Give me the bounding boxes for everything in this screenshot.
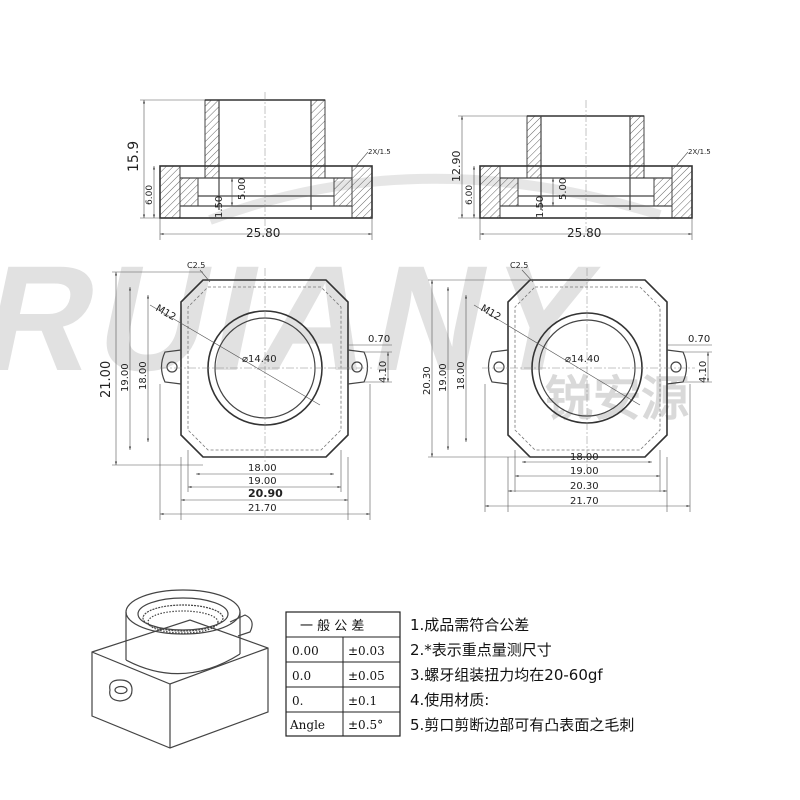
left-width-body: 20.90	[248, 487, 283, 500]
right-step-height: 1.50	[535, 196, 546, 218]
right-width-mid: 19.00	[570, 466, 599, 477]
left-step-height: 1.50	[214, 196, 225, 218]
left-body-outline	[180, 279, 349, 458]
right-width-inner: 18.00	[570, 452, 599, 463]
right-tube-wall-left	[526, 115, 542, 179]
note-item: 4.使用材质:	[410, 691, 489, 709]
tolerance-precision: 0.0	[292, 669, 311, 683]
left-ear-hole-left	[166, 361, 178, 373]
right-bore-diameter: ⌀14.40	[565, 354, 600, 365]
left-width-inner: 18.00	[248, 463, 277, 474]
note-item: 2.*表示重点量测尺寸	[410, 641, 552, 659]
right-chamfer-note: 2X/1.5	[688, 148, 711, 156]
left-height-total: 15.9	[126, 141, 142, 172]
right-height-inner: 18.00	[456, 361, 467, 390]
right-slot-height: 4.10	[698, 361, 709, 383]
tolerance-value: ±0.03	[348, 644, 385, 658]
right-slot-width: 0.70	[688, 334, 710, 345]
right-ear-hole-left	[493, 361, 505, 373]
right-inner-height: 5.00	[558, 178, 569, 200]
right-width-body: 20.30	[570, 481, 599, 492]
left-flange-right	[351, 165, 373, 219]
left-slot-height: 4.10	[378, 361, 389, 383]
tolerance-precision: 0.	[292, 694, 303, 708]
left-width-mid: 19.00	[248, 476, 277, 487]
left-side-width: 25.80	[246, 226, 280, 240]
right-width-total: 21.70	[570, 496, 599, 507]
note-item: 3.螺牙组装扭力均在20-60gf	[410, 666, 603, 684]
tolerance-precision: 0.00	[292, 644, 319, 658]
left-side-view: 15.9 6.00 5.00 1.50 25.80 2X/1.5	[126, 92, 391, 240]
tolerance-table-title: 一 般 公 差	[300, 618, 364, 634]
right-height-mid: 19.00	[438, 363, 449, 392]
left-flange-height: 6.00	[145, 185, 155, 205]
left-chamfer: C2.5	[187, 261, 205, 270]
right-height-total: 12.90	[450, 151, 463, 183]
watermark-chinese: 锐安源	[545, 373, 689, 426]
left-bore-diameter: ⌀14.40	[242, 354, 277, 365]
isometric-tube-top	[125, 589, 241, 635]
right-body-outline	[507, 279, 668, 458]
watermark: RUIANY 锐安源	[0, 173, 689, 426]
right-side-width: 25.80	[567, 226, 601, 240]
note-item: 1.成品需符合公差	[410, 616, 529, 634]
tolerance-value: ±0.1	[348, 694, 377, 708]
right-flange-height: 6.00	[465, 185, 475, 205]
isometric-view	[91, 589, 269, 749]
watermark-brand: RUIANY	[0, 236, 616, 403]
right-height-outer: 20.30	[422, 366, 433, 395]
left-inner-height: 5.00	[237, 178, 248, 200]
tolerance-table: 一 般 公 差 0.00 ±0.03 0.0 ±0.05 0. ±0.1 Ang…	[285, 611, 401, 737]
left-ear-hole-right	[351, 361, 363, 373]
right-ear-hole-right	[670, 361, 682, 373]
right-side-view: 12.90 6.00 5.00 1.50 25.80 2X/1.5	[450, 100, 711, 240]
left-height-outer: 21.00	[99, 361, 114, 398]
left-flange-left	[159, 165, 181, 219]
right-tube-wall-right	[629, 115, 645, 179]
right-chamfer: C2.5	[510, 261, 528, 270]
tolerance-value: ±0.05	[348, 669, 385, 683]
tolerance-precision: Angle	[289, 718, 325, 732]
tolerance-value: ±0.5°	[348, 718, 383, 732]
left-slot-width: 0.70	[368, 334, 390, 345]
left-height-mid: 19.00	[120, 363, 131, 392]
left-chamfer-note: 2X/1.5	[368, 148, 391, 156]
note-item: 5.剪口剪断边部可有凸表面之毛刺	[410, 716, 634, 734]
left-width-total: 21.70	[248, 503, 277, 514]
left-height-inner: 18.00	[138, 361, 149, 390]
watermark-swoosh	[208, 173, 662, 225]
notes-list: 1.成品需符合公差 2.*表示重点量测尺寸 3.螺牙组装扭力均在20-60gf …	[410, 616, 634, 734]
